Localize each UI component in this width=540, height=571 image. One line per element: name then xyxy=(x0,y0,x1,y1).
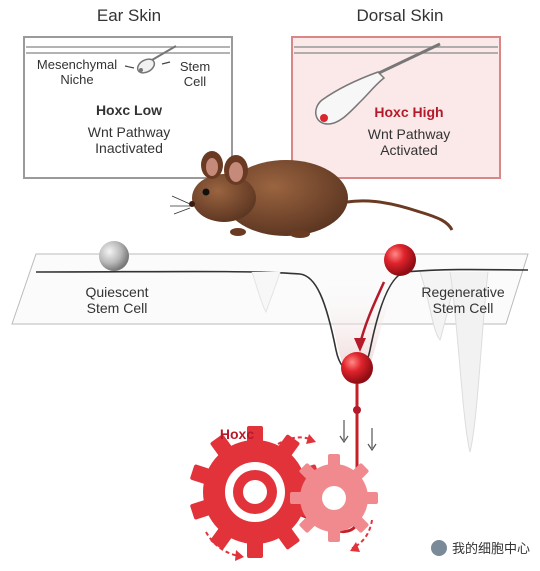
stem-cell-label: Stem Cell xyxy=(179,59,211,89)
rotation-arrows-icon xyxy=(205,434,373,561)
niche-pointer-icon xyxy=(124,65,135,69)
ear-hair-follicle-icon xyxy=(136,45,177,74)
wechat-badge-icon xyxy=(430,539,447,556)
stem-pointer-icon xyxy=(161,61,171,65)
wnt-activated-label: Wnt Pathway Activated xyxy=(367,126,451,159)
pull-arrows-icon xyxy=(339,420,377,452)
wnt-inactivated-label: Wnt Pathway Inactivated xyxy=(87,124,171,157)
hoxc-high-label: Hoxc High xyxy=(374,104,444,120)
quiescent-stem-cell-ball xyxy=(99,241,129,271)
mesenchymal-niche-label: Mesenchymal Niche xyxy=(36,57,118,87)
descending-arrow-icon xyxy=(354,281,386,352)
hoxc-gear-label: Hoxc xyxy=(219,426,255,442)
regenerative-stem-cell-label: Regenerative Stem Cell xyxy=(421,284,505,317)
dorsal-skin-heading: Dorsal Skin xyxy=(356,6,444,25)
watermark-text: 我的细胞中心 xyxy=(451,542,530,557)
quiescent-stem-cell-label: Quiescent Stem Cell xyxy=(85,284,149,317)
small-gear-icon xyxy=(290,454,378,542)
hoxc-low-label: Hoxc Low xyxy=(95,102,163,118)
well-stem-cell-ball xyxy=(341,352,373,384)
ear-skin-panel xyxy=(23,36,233,179)
mouse-illustration xyxy=(170,151,454,238)
dorsal-hair-follicle-icon xyxy=(315,42,441,125)
watermark: 我的细胞中心 xyxy=(430,538,530,557)
ear-skin-heading: Ear Skin xyxy=(96,6,162,25)
large-gear-icon xyxy=(190,426,320,558)
regenerative-stem-cell-ball xyxy=(384,244,416,276)
